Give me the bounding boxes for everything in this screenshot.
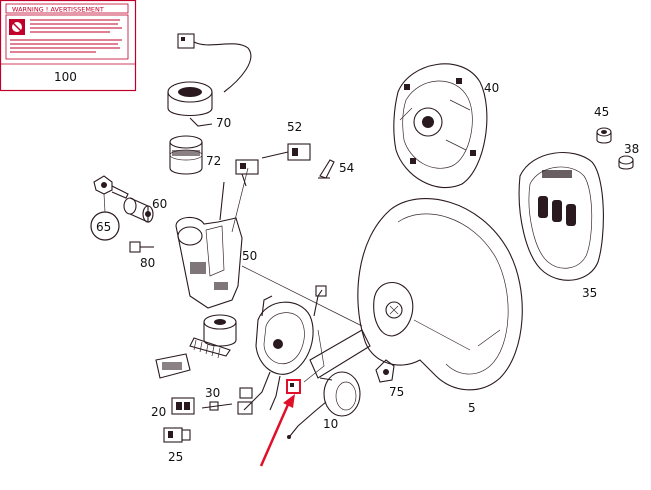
- part-54-clip[interactable]: 54: [318, 159, 354, 179]
- label-72: 72: [206, 154, 221, 168]
- label-38: 38: [624, 142, 639, 156]
- part-70-ring-sensor[interactable]: 70: [167, 33, 252, 130]
- label-100: 100: [54, 70, 77, 84]
- part-40-hub[interactable]: 40: [393, 63, 499, 189]
- label-40: 40: [484, 81, 499, 95]
- part-30-connector-pin[interactable]: 30: [201, 386, 233, 411]
- label-80: 80: [140, 256, 155, 270]
- label-70: 70: [216, 116, 231, 130]
- red-arrow-icon: [259, 394, 295, 467]
- part-5-steering-wheel[interactable]: 5: [309, 198, 523, 415]
- part-80-bolt[interactable]: 80: [129, 241, 155, 270]
- warning-label-title: WARNING ! AVERTISSEMENT: [12, 6, 104, 14]
- warning-label-part[interactable]: WARNING ! AVERTISSEMENT 100: [0, 0, 137, 92]
- label-10: 10: [323, 417, 338, 431]
- clock-spring-coil[interactable]: [155, 314, 237, 379]
- contact-ring-with-wiring[interactable]: [237, 285, 327, 415]
- part-20-connector[interactable]: 20: [151, 397, 195, 419]
- label-50: 50: [242, 249, 257, 263]
- part-60-lock-cylinder[interactable]: 60: [123, 197, 167, 223]
- part-38-cap[interactable]: 38: [618, 142, 639, 170]
- label-75: 75: [389, 385, 404, 399]
- part-45-plug[interactable]: 45: [594, 105, 612, 144]
- highlight-box-icon: [286, 379, 301, 394]
- label-52: 52: [287, 120, 302, 134]
- label-20: 20: [151, 405, 166, 419]
- part-25-connector[interactable]: 25: [163, 427, 191, 464]
- label-5: 5: [468, 401, 476, 415]
- label-60: 60: [152, 197, 167, 211]
- label-30: 30: [205, 386, 220, 400]
- part-65-key[interactable]: 65: [90, 175, 129, 241]
- part-10-clock-spring[interactable]: 10: [287, 371, 361, 439]
- label-65: 65: [96, 220, 111, 234]
- label-25: 25: [168, 450, 183, 464]
- part-72-cylinder[interactable]: 72: [169, 135, 221, 175]
- ignition-lock-housing[interactable]: [175, 167, 249, 309]
- label-35: 35: [582, 286, 597, 300]
- part-50-marker: 50: [241, 249, 363, 327]
- label-54: 54: [339, 161, 354, 175]
- part-35-airbag-module[interactable]: 35: [518, 151, 604, 300]
- part-75-bracket[interactable]: 75: [375, 359, 404, 399]
- label-45: 45: [594, 105, 609, 119]
- part-52-switch[interactable]: 52: [235, 120, 311, 187]
